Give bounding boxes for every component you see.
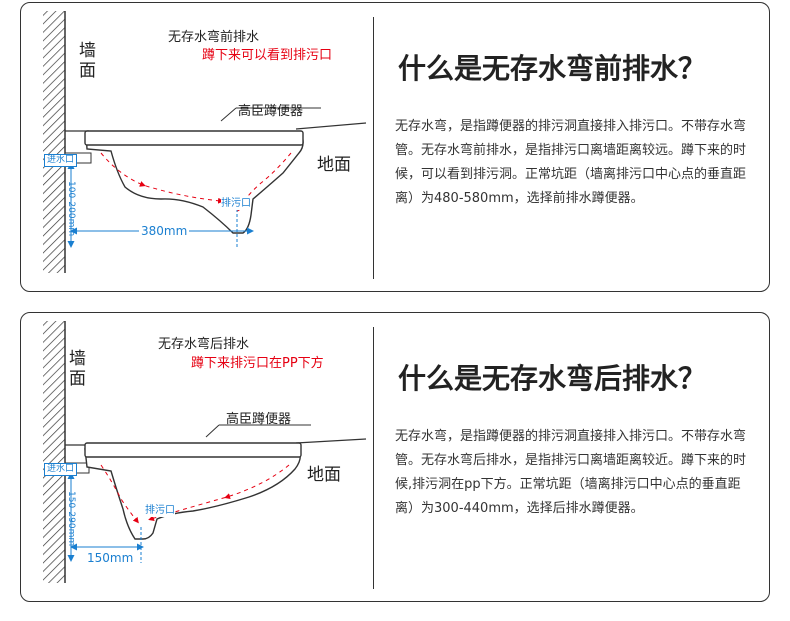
rear-drain-panel: 无存水弯后排水 蹲下来排污口在PP下方 墙面 高臣蹲便器 地面 进水口 排污口 … xyxy=(20,312,770,602)
front-drain-heading: 什么是无存水弯前排水？ xyxy=(398,52,707,85)
rear-drain-diagram: 无存水弯后排水 蹲下来排污口在PP下方 墙面 高臣蹲便器 地面 进水口 排污口 … xyxy=(21,313,371,603)
ground-line-right xyxy=(295,122,367,130)
ground-label: 地面 xyxy=(317,155,351,175)
wall-label: 墙面 xyxy=(69,349,86,389)
toilet-label: 高臣蹲便器 xyxy=(226,412,292,427)
outlet-label: 排污口 xyxy=(145,505,175,517)
flow-right xyxy=(148,464,290,522)
rear-drain-description: 无存水弯，是指蹲便器的排污洞直接排入排污口。不带存水弯管。无存水弯后排水，是指排… xyxy=(395,429,747,516)
inlet-label: 进水口 xyxy=(44,154,78,167)
vertical-dimension: 100-200mm xyxy=(66,181,76,237)
wall-hatch xyxy=(43,321,65,583)
flow-left xyxy=(100,464,139,524)
diagram-title: 无存水弯后排水 xyxy=(158,337,250,352)
toilet-rim xyxy=(84,130,304,146)
panel-divider xyxy=(373,327,374,589)
flow-left xyxy=(100,152,224,204)
vertical-dimension: 150-290mm xyxy=(66,491,76,547)
front-drain-diagram: 无存水弯前排水 蹲下来可以看到排污口 墙面 高臣蹲便器 地面 进水口 排污口 1… xyxy=(21,3,371,293)
wall-hatch xyxy=(43,11,65,273)
ground-line-right xyxy=(295,438,367,444)
rear-drain-diagram-svg xyxy=(43,321,367,583)
diagram-subtitle: 蹲下来可以看到排污口 xyxy=(202,48,333,63)
front-drain-panel: 无存水弯前排水 蹲下来可以看到排污口 墙面 高臣蹲便器 地面 进水口 排污口 1… xyxy=(20,2,770,292)
toilet-body xyxy=(84,448,302,540)
panel-divider xyxy=(373,17,374,279)
diagram-title: 无存水弯前排水 xyxy=(168,30,260,45)
horizontal-dimension: 380mm xyxy=(139,224,190,238)
front-drain-description: 无存水弯，是指蹲便器的排污洞直接排入排污口。不带存水弯管。无存水弯前排水，是指排… xyxy=(395,119,747,206)
toilet-leader xyxy=(205,424,220,438)
ground-label: 地面 xyxy=(307,465,341,485)
toilet-leader xyxy=(220,107,237,122)
outlet-label: 排污口 xyxy=(221,198,251,210)
wall-label: 墙面 xyxy=(79,41,96,81)
toilet-rim xyxy=(84,442,302,458)
horizontal-dimension: 150mm xyxy=(85,551,136,565)
front-drain-diagram-svg xyxy=(43,11,367,273)
inlet-label: 进水口 xyxy=(44,463,78,476)
toilet-label: 高臣蹲便器 xyxy=(238,104,304,119)
toilet-body xyxy=(85,132,304,234)
diagram-subtitle: 蹲下来排污口在PP下方 xyxy=(191,356,324,371)
rear-drain-heading: 什么是无存水弯后排水？ xyxy=(398,362,707,395)
